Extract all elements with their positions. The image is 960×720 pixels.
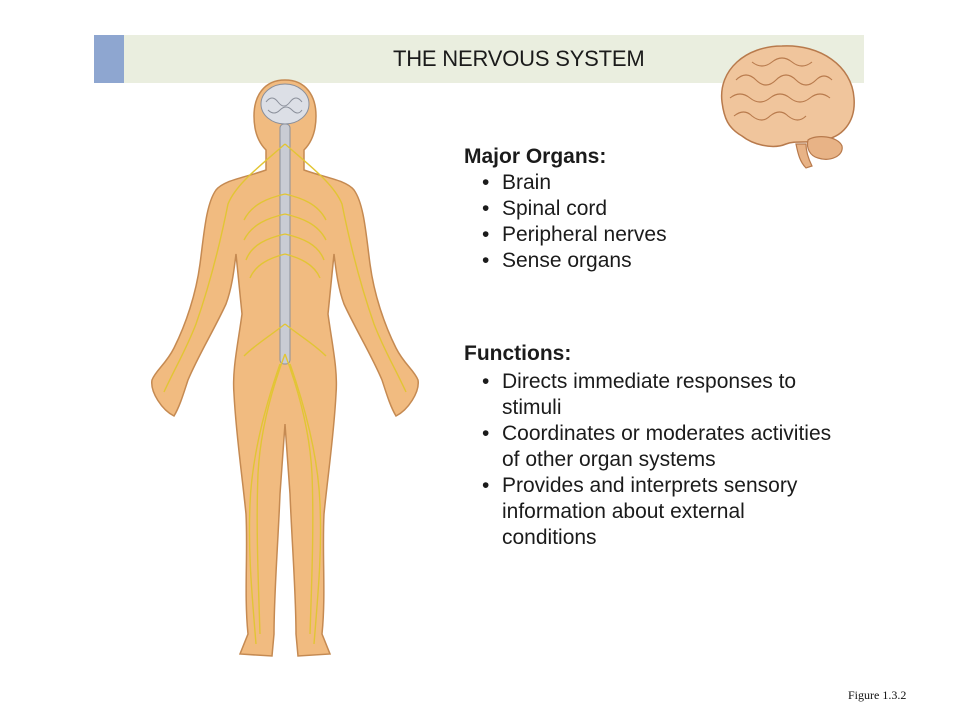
bullet-glyph: • [482, 370, 490, 393]
list-item-text: Directs immediate responses to stimuli [502, 370, 797, 419]
brain-illustration [720, 45, 855, 169]
brain-cerebellum [806, 136, 843, 160]
list-item-text: Brain [502, 171, 552, 194]
human-nervous-system-illustration [151, 79, 419, 657]
brain-folds [265, 97, 303, 114]
list-item: • Brain [482, 170, 667, 196]
list-item: • Provides and interprets sensory informa… [482, 473, 852, 551]
list-item-text: Provides and interprets sensory informat… [502, 474, 798, 549]
list-item: • Coordinates or moderates activities of … [482, 421, 852, 473]
bullet-glyph: • [482, 197, 490, 220]
functions-heading: Functions: [464, 342, 572, 365]
brain-gyri [729, 57, 833, 121]
figure-caption: Figure 1.3.2 [848, 688, 907, 702]
bullet-glyph: • [482, 171, 490, 194]
peripheral-nerves [163, 143, 407, 645]
functions-list: •Directs immediate responses to stimuli … [482, 369, 852, 551]
page-title: THE NERVOUS SYSTEM [393, 46, 645, 71]
spinal-cord [279, 123, 291, 365]
bullet-glyph: • [482, 422, 490, 445]
list-item-text: Spinal cord [502, 197, 608, 220]
major-organs-heading: Major Organs: [464, 145, 607, 168]
header-accent-bar [94, 35, 124, 83]
bullet-glyph: • [482, 249, 490, 272]
list-item-text: Sense organs [502, 249, 632, 272]
brain-in-head [260, 83, 310, 125]
list-item-text: Coordinates or moderates activities of o… [502, 422, 832, 471]
list-item: • Peripheral nerves [482, 222, 667, 248]
list-item: • Directs immediate responses to stimuli [482, 369, 852, 421]
major-organs-list: • Brain • Spinal cord • Peripheral nerves •… [482, 170, 667, 274]
list-item: • Spinal cord [482, 196, 667, 222]
brain-stem [795, 143, 813, 169]
body-silhouette [151, 79, 419, 657]
bullet-glyph: • [482, 223, 490, 246]
list-item: • Sense organs [482, 248, 667, 274]
bullet-glyph: • [482, 474, 490, 497]
list-item-text: Peripheral nerves [502, 223, 667, 246]
